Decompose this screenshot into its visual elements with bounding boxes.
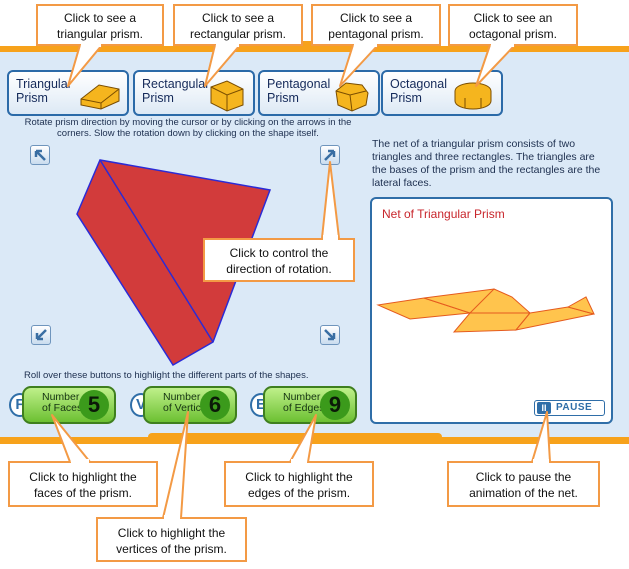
tab-pentagonal-prism[interactable]: Pentagonal Prism: [258, 70, 380, 116]
edges-count: 9: [320, 390, 350, 420]
arrow-down-right-icon: [324, 329, 336, 341]
top-border: [0, 46, 629, 52]
arrow-up-right-icon: [324, 149, 336, 161]
tab-triangular-prism[interactable]: Triangular Prism: [7, 70, 129, 116]
tab-rectangular-prism[interactable]: Rectangular Prism: [133, 70, 255, 116]
rectangular-prism-icon: [210, 80, 244, 112]
rotation-instructions: Rotate prism direction by moving the cur…: [24, 117, 352, 139]
net-panel-title: Net of Triangular Prism: [382, 207, 505, 221]
pause-icon: II: [537, 402, 551, 414]
bottom-border: [0, 437, 629, 444]
arrow-up-left-icon: [34, 149, 46, 161]
rollover-hint: Roll over these buttons to highlight the…: [24, 370, 309, 381]
bottom-tab-decoration: [148, 433, 442, 439]
arrow-down-left-icon: [35, 329, 47, 341]
net-description: The net of a triangular prism consists o…: [372, 138, 601, 189]
tab-rectangular-label: Rectangular Prism: [142, 77, 210, 105]
tab-pentagonal-label: Pentagonal Prism: [267, 77, 331, 105]
net-panel: Net of Triangular Prism: [370, 197, 613, 424]
octagonal-prism-icon: [454, 82, 492, 110]
tab-octagonal-label: Octagonal Prism: [390, 77, 447, 105]
prism-edge: [99, 159, 214, 343]
vertices-count: 6: [200, 390, 230, 420]
rotate-down-right-button[interactable]: [320, 325, 340, 345]
pause-label: PAUSE: [556, 402, 593, 413]
triangular-prism-net: [376, 288, 595, 333]
pause-button[interactable]: II PAUSE: [534, 400, 605, 416]
rotate-down-left-button[interactable]: [31, 325, 51, 345]
faces-count: 5: [79, 390, 109, 420]
tab-triangular-label: Triangular Prism: [16, 77, 72, 105]
rotate-up-left-button[interactable]: [30, 145, 50, 165]
triangular-prism-icon: [80, 84, 120, 110]
pentagonal-prism-icon: [335, 82, 369, 112]
